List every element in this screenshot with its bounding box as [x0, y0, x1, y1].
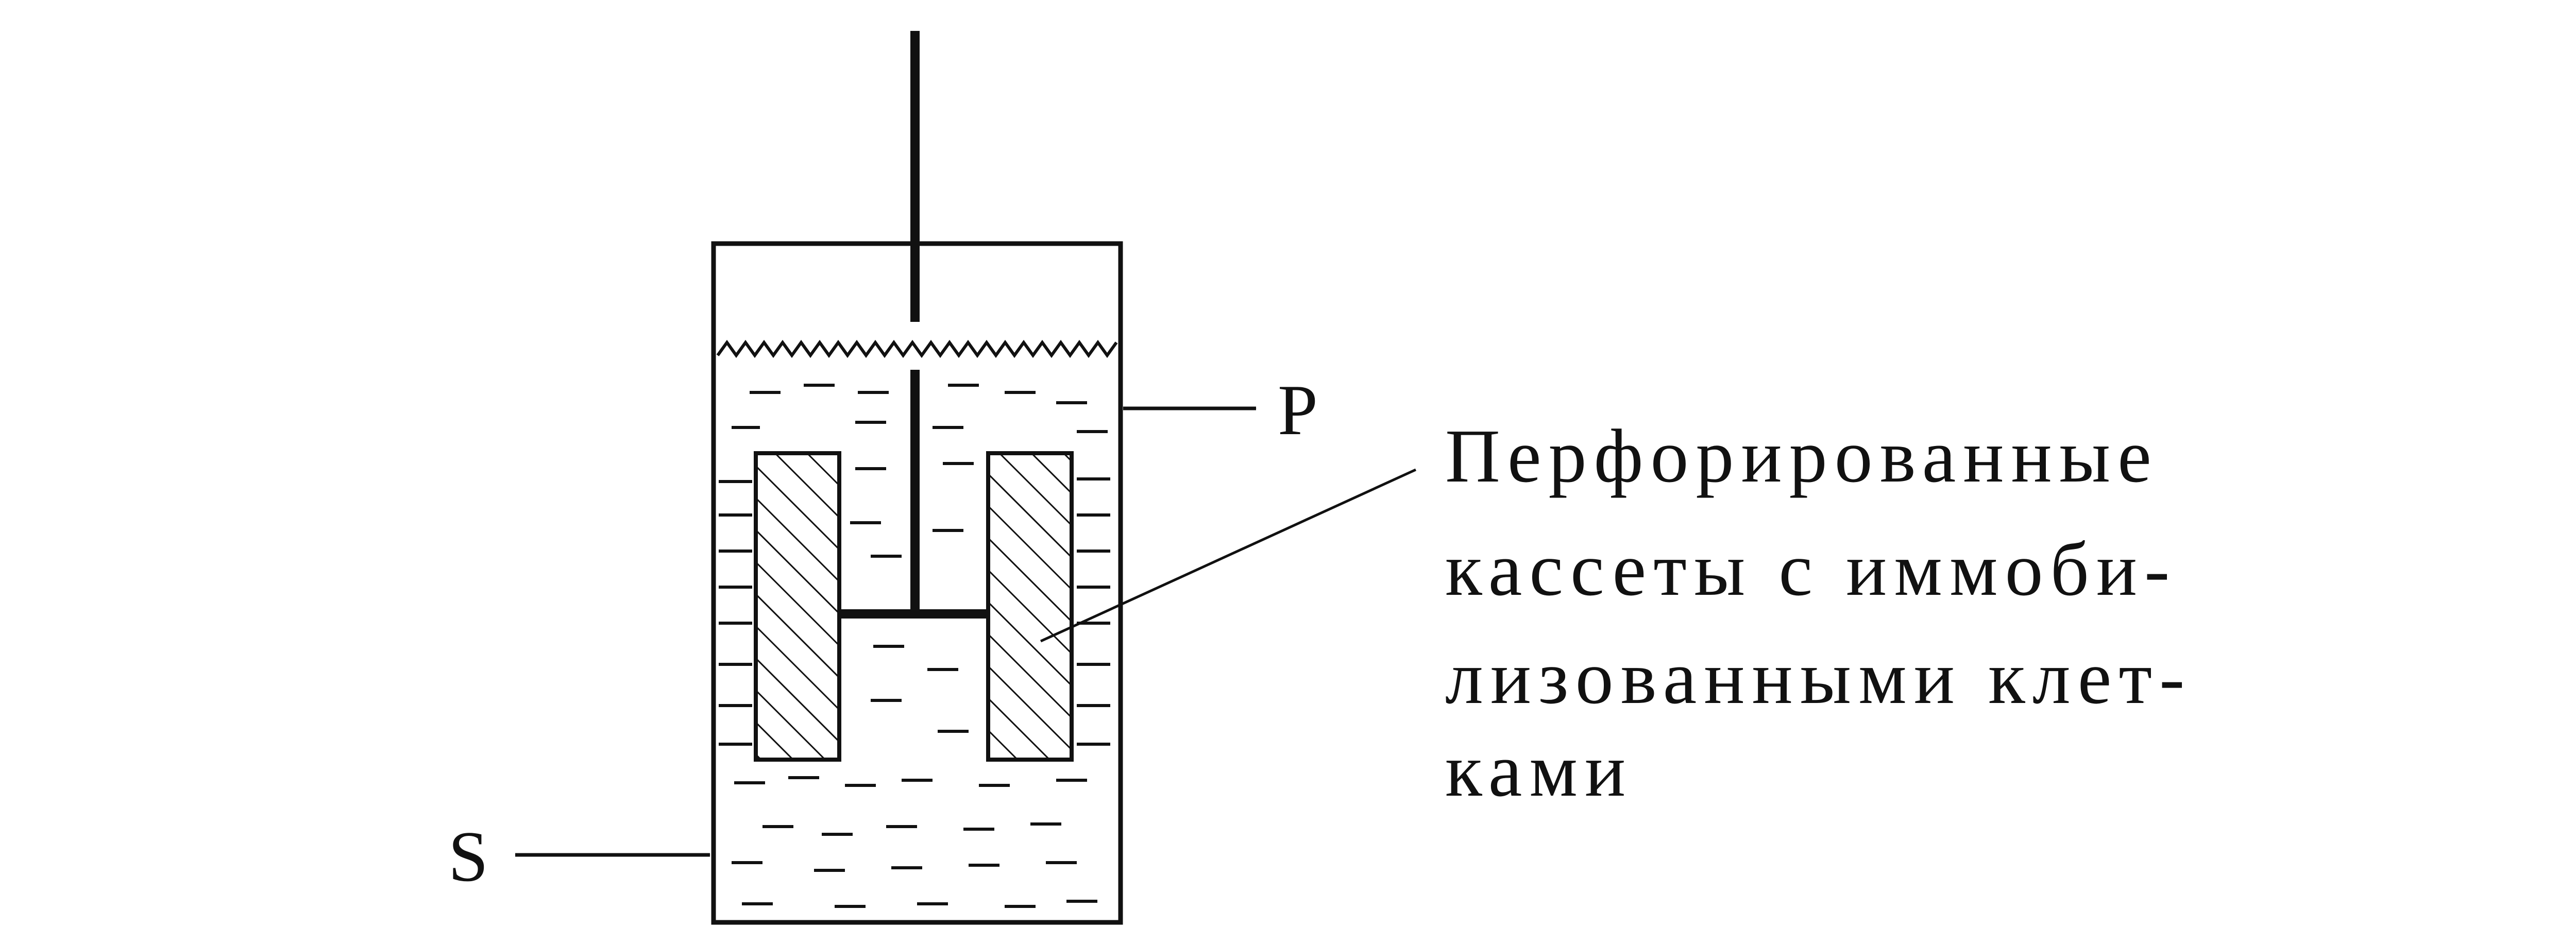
caption-line-1: Перфорированные [1445, 414, 2159, 499]
caption-line-2: кассеты с иммоби- [1445, 527, 2177, 612]
caption-line-3: лизованными клет- [1445, 636, 2192, 720]
cassette-left [754, 451, 841, 762]
cassette-right [986, 451, 1074, 762]
caption-line-4: ками [1445, 728, 1633, 813]
cassette-caption: Перфорированные кассеты с иммоби- лизова… [1445, 414, 2192, 813]
product-label: P [1278, 370, 1318, 450]
liquid-dashes [719, 384, 1110, 908]
liquid-surface [716, 339, 1118, 358]
substrate-label: S [448, 817, 488, 897]
caption-leader-line [1040, 468, 1417, 643]
